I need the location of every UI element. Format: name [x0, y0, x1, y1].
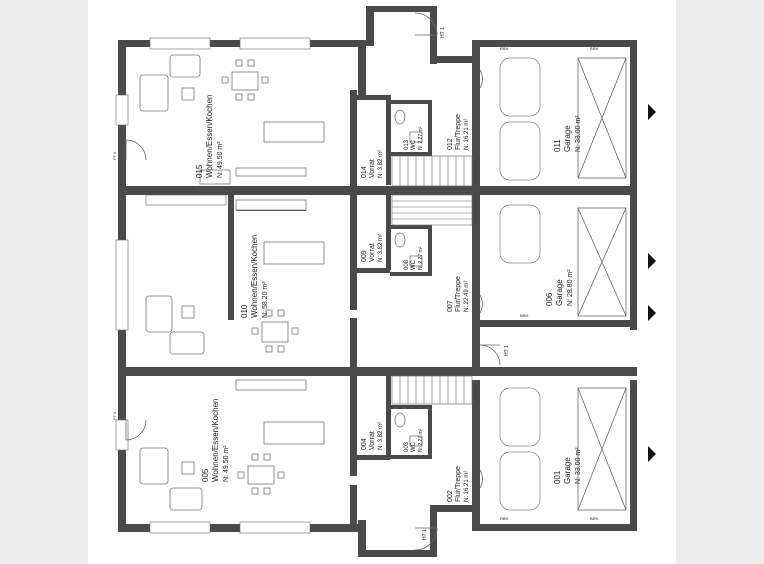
room-label-009: 009 Vorrat N: 3.82 m²	[361, 234, 384, 262]
svg-text:Vorrat: Vorrat	[369, 431, 376, 450]
svg-text:Flur/Treppe: Flur/Treppe	[455, 466, 462, 502]
svg-text:Wohnen/Essen/Kochen: Wohnen/Essen/Kochen	[250, 235, 259, 318]
svg-text:004: 004	[361, 438, 368, 450]
svg-text:Garage: Garage	[555, 279, 564, 306]
svg-text:013: 013	[404, 139, 410, 150]
svg-text:FT 3: FT 3	[112, 151, 117, 160]
room-label-005: 005 Wohnen/Essen/Kochen N: 49.50 m²	[201, 399, 230, 482]
svg-text:N: 49.50 m²: N: 49.50 m²	[223, 445, 230, 482]
svg-text:N: 3.82 m²: N: 3.82 m²	[378, 234, 384, 262]
room-label-007: 007 Flur/Treppe N: 22.49 m²	[447, 276, 470, 312]
garage-top	[499, 57, 627, 181]
furniture-middle	[145, 199, 325, 355]
svg-text:N: 58.20 m²: N: 58.20 m²	[262, 281, 269, 318]
svg-text:003: 003	[404, 441, 410, 452]
svg-text:Wohnen/Essen/Kochen: Wohnen/Essen/Kochen	[205, 95, 214, 178]
svg-text:RBH: RBH	[500, 46, 509, 51]
entrance-markers	[648, 104, 656, 462]
svg-text:012: 012	[447, 138, 454, 150]
room-label-001: 001 Garage N: 33.00 m²	[553, 447, 582, 484]
svg-text:N: 22.49 m²: N: 22.49 m²	[464, 281, 470, 312]
walls	[118, 6, 637, 557]
svg-text:N: 3.82 m²: N: 3.82 m²	[378, 422, 384, 450]
door-swings	[125, 12, 501, 551]
left-margin	[0, 0, 88, 564]
svg-text:008: 008	[404, 259, 410, 270]
sheet	[88, 0, 676, 564]
room-label-003: 003 WC N: 2.27 m²	[404, 428, 424, 452]
svg-text:N: 33.00 m²: N: 33.00 m²	[575, 447, 582, 484]
svg-text:BRH: BRH	[590, 46, 599, 51]
room-label-012: 012 Flur/Treppe N: 16.21 m²	[447, 114, 470, 150]
garage-bottom	[499, 387, 627, 511]
svg-text:N: 2.27 m²: N: 2.27 m²	[418, 246, 424, 270]
svg-text:N: 28.80 m²: N: 28.80 m²	[567, 269, 574, 306]
svg-text:006: 006	[545, 292, 554, 306]
svg-text:WC: WC	[411, 441, 417, 452]
svg-text:015: 015	[195, 164, 204, 178]
svg-text:HT 1: HT 1	[504, 345, 510, 356]
room-label-015: 015 Wohnen/Essen/Kochen N: 49.50 m²	[195, 95, 224, 178]
svg-text:N: 49.50 m²: N: 49.50 m²	[217, 141, 224, 178]
svg-text:Flur/Treppe: Flur/Treppe	[455, 276, 462, 312]
svg-text:Garage: Garage	[563, 125, 572, 152]
svg-text:014: 014	[361, 166, 368, 178]
room-label-008: 008 WC N: 2.27 m²	[404, 246, 424, 270]
svg-text:Garage: Garage	[563, 457, 572, 484]
svg-text:N: 2.27 m²: N: 2.27 m²	[418, 126, 424, 150]
entrance-arrow-icon	[648, 446, 656, 462]
room-label-006: 006 Garage N: 28.80 m²	[545, 269, 574, 306]
svg-text:HT 1: HT 1	[440, 27, 446, 38]
svg-text:002: 002	[447, 490, 454, 502]
svg-text:Wohnen/Essen/Kochen: Wohnen/Essen/Kochen	[211, 399, 220, 482]
svg-text:N: 16.21 m²: N: 16.21 m²	[464, 119, 470, 150]
svg-text:001: 001	[553, 470, 562, 484]
windows	[115, 37, 311, 534]
room-label-010: 010 Wohnen/Essen/Kochen N: 58.20 m²	[240, 235, 269, 318]
stairs	[391, 155, 473, 405]
svg-text:009: 009	[361, 250, 368, 262]
svg-text:N: 2.27 m²: N: 2.27 m²	[418, 428, 424, 452]
svg-text:N: 3.82 m²: N: 3.82 m²	[378, 150, 384, 178]
svg-text:BRH: BRH	[590, 516, 599, 521]
room-label-014: 014 Vorrat N: 3.82 m²	[361, 150, 384, 178]
svg-text:HT 1: HT 1	[422, 529, 428, 540]
svg-text:007: 007	[447, 300, 454, 312]
room-label-013: 013 WC N: 2.27 m²	[404, 126, 424, 150]
svg-text:011: 011	[553, 139, 562, 152]
wc-fixtures	[394, 109, 423, 447]
room-label-004: 004 Vorrat N: 3.82 m²	[361, 422, 384, 450]
entrance-arrow-icon	[648, 305, 656, 321]
svg-text:N: 16.21 m²: N: 16.21 m²	[464, 471, 470, 502]
furniture-top	[139, 54, 325, 185]
svg-text:N: 33.00 m²: N: 33.00 m²	[575, 115, 582, 152]
svg-text:Flur/Treppe: Flur/Treppe	[455, 114, 462, 150]
svg-text:Vorrat: Vorrat	[369, 159, 376, 178]
right-margin	[676, 0, 764, 564]
svg-text:FT 3: FT 3	[112, 411, 117, 420]
annotation-tags: HT 1 HT 1 HT 1 RBH BRH RBH BRH BRH FT 3 …	[112, 27, 599, 540]
entrance-arrow-icon	[648, 104, 656, 120]
furniture-bottom	[139, 379, 325, 511]
svg-text:WC: WC	[411, 259, 417, 270]
svg-text:WC: WC	[411, 139, 417, 150]
room-label-002: 002 Flur/Treppe N: 16.21 m²	[447, 466, 470, 502]
svg-text:BRH: BRH	[520, 313, 529, 318]
room-label-011: 011 Garage N: 33.00 m²	[553, 115, 582, 152]
svg-text:010: 010	[240, 304, 249, 318]
svg-text:RBH: RBH	[500, 516, 509, 521]
entrance-arrow-icon	[648, 253, 656, 269]
svg-text:005: 005	[201, 468, 210, 482]
svg-text:Vorrat: Vorrat	[369, 243, 376, 262]
garage-middle	[499, 204, 627, 317]
